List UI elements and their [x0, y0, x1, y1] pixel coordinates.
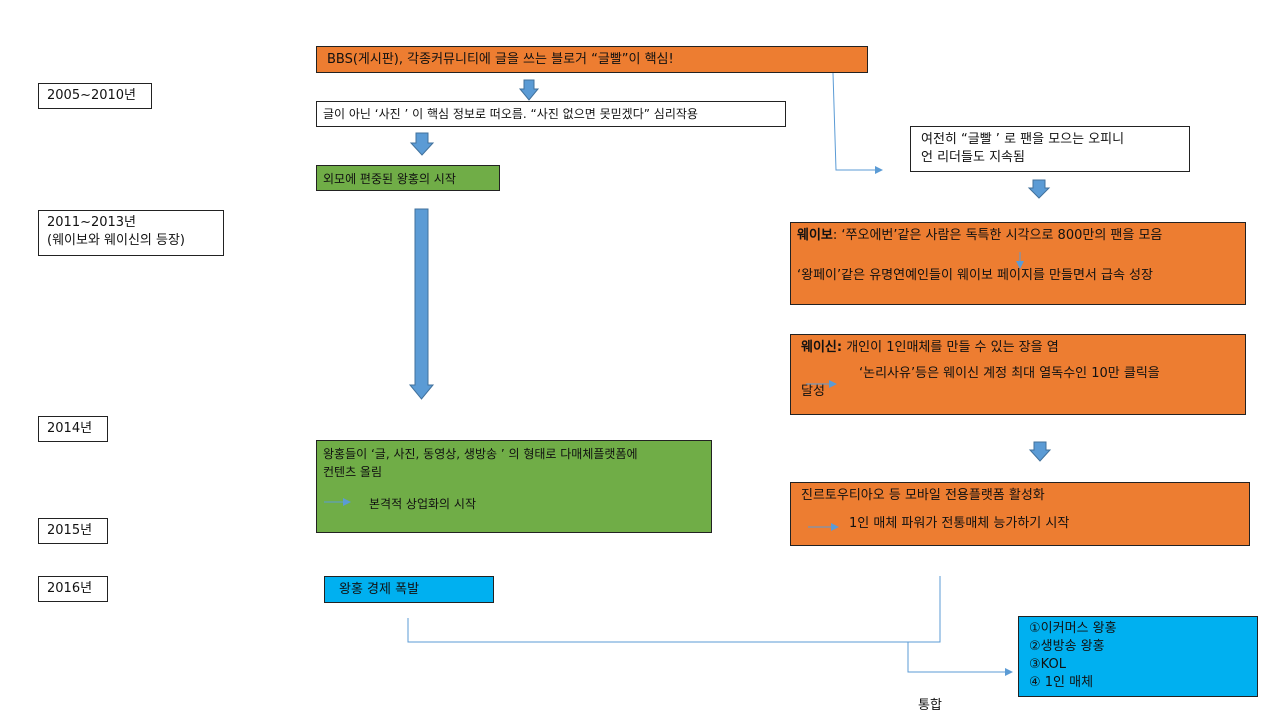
year-label: 2015년 — [47, 523, 93, 538]
down-arrow-icon — [409, 132, 435, 156]
weixin-subtext-line2: 달성 — [801, 384, 825, 399]
year-label: 2005~2010년 — [47, 88, 137, 103]
appearance-box: 외모에 편중된 왕홍의 시작 — [316, 165, 500, 191]
down-arrow-icon — [518, 79, 540, 101]
year-label: 2011~2013년 — [47, 215, 137, 230]
mobile-box: 진르토우티아오 등 모바일 전용플랫폼 활성화 1인 매체 파워가 전통매체 능… — [790, 482, 1250, 546]
boom-box: 왕홍 경제 폭발 — [324, 576, 494, 603]
weixin-label: 웨이신: — [801, 340, 843, 355]
merge-line-to-result — [907, 642, 1013, 676]
opinion-text-line1: 여전히 “글빨 ’ 로 팬을 모으는 오피니 — [921, 132, 1125, 147]
result-item: ②생방송 왕홍 — [1029, 639, 1105, 654]
result-item: ④ 1인 매체 — [1029, 675, 1094, 690]
connector-line — [832, 72, 883, 174]
appearance-text: 외모에 편중된 왕홍의 시작 — [323, 172, 456, 186]
year-2016: 2016년 — [38, 576, 108, 602]
down-arrow-icon — [408, 208, 435, 400]
photo-box: 글이 아닌 ‘사진 ’ 이 핵심 정보로 떠오름. “사진 없으면 못믿겠다” … — [316, 101, 786, 127]
opinion-box: 여전히 “글빨 ’ 로 팬을 모으는 오피니 언 리더들도 지속됨 — [910, 126, 1190, 172]
year-2014: 2014년 — [38, 416, 108, 442]
boom-text: 왕홍 경제 폭발 — [339, 582, 420, 597]
merge-label: 통합 — [918, 698, 942, 713]
down-arrow-icon — [1028, 441, 1052, 462]
year-2015: 2015년 — [38, 518, 108, 544]
bbs-box: BBS(게시판), 각종커뮤니티에 글을 쓰는 블로거 “글빨”이 핵심! — [316, 46, 868, 73]
year-2011-2013: 2011~2013년 (웨이보와 웨이신의 등장) — [38, 210, 224, 256]
photo-text: 글이 아닌 ‘사진 ’ 이 핵심 정보로 떠오름. “사진 없으면 못믿겠다” … — [323, 107, 698, 121]
opinion-text-line2: 언 리더들도 지속됨 — [921, 150, 1025, 165]
weibo-label: 웨이보 — [797, 228, 833, 243]
weibo-text: : ‘쭈오에번’같은 사람은 독특한 시각으로 800만의 팬을 모음 — [832, 228, 1163, 243]
year-2005-2010: 2005~2010년 — [38, 83, 152, 109]
weibo-box: 웨이보: ‘쭈오에번’같은 사람은 독특한 시각으로 800만의 팬을 모음 ‘… — [790, 222, 1246, 305]
content-subtext: 본격적 상업화의 시작 — [369, 497, 476, 511]
weixin-box: 웨이신: 개인이 1인매체를 만들 수 있는 장을 염 ‘논리사유’등은 웨이신… — [790, 334, 1246, 415]
weixin-subtext-line1: ‘논리사유’등은 웨이신 계정 최대 열독수인 10만 클릭을 — [859, 366, 1160, 381]
result-item: ①이커머스 왕홍 — [1029, 621, 1117, 636]
weibo-subtext: ‘왕페이’같은 유명연예인들이 웨이보 페이지를 만들면서 급속 성장 — [797, 268, 1153, 283]
weixin-text: 개인이 1인매체를 만들 수 있는 장을 염 — [842, 340, 1059, 355]
year-subtitle: (웨이보와 웨이신의 등장) — [47, 233, 186, 248]
bbs-text: BBS(게시판), 각종커뮤니티에 글을 쓰는 블로거 “글빨”이 핵심! — [327, 52, 674, 67]
down-arrow-icon — [1027, 179, 1051, 199]
mobile-text: 진르토우티아오 등 모바일 전용플랫폼 활성화 — [801, 488, 1045, 503]
year-label: 2014년 — [47, 421, 93, 436]
result-box: ①이커머스 왕홍 ②생방송 왕홍 ③KOL ④ 1인 매체 — [1018, 616, 1258, 697]
content-text-line1: 왕홍들이 ‘글, 사진, 동영상, 생방송 ’ 의 형태로 다매체플랫폼에 — [323, 447, 638, 461]
year-label: 2016년 — [47, 581, 93, 596]
result-item: ③KOL — [1029, 657, 1066, 672]
mobile-subtext: 1인 매체 파워가 전통매체 능가하기 시작 — [849, 516, 1070, 531]
content-box: 왕홍들이 ‘글, 사진, 동영상, 생방송 ’ 의 형태로 다매체플랫폼에 컨텐… — [316, 440, 712, 533]
content-text-line2: 컨텐츠 올림 — [323, 465, 383, 479]
